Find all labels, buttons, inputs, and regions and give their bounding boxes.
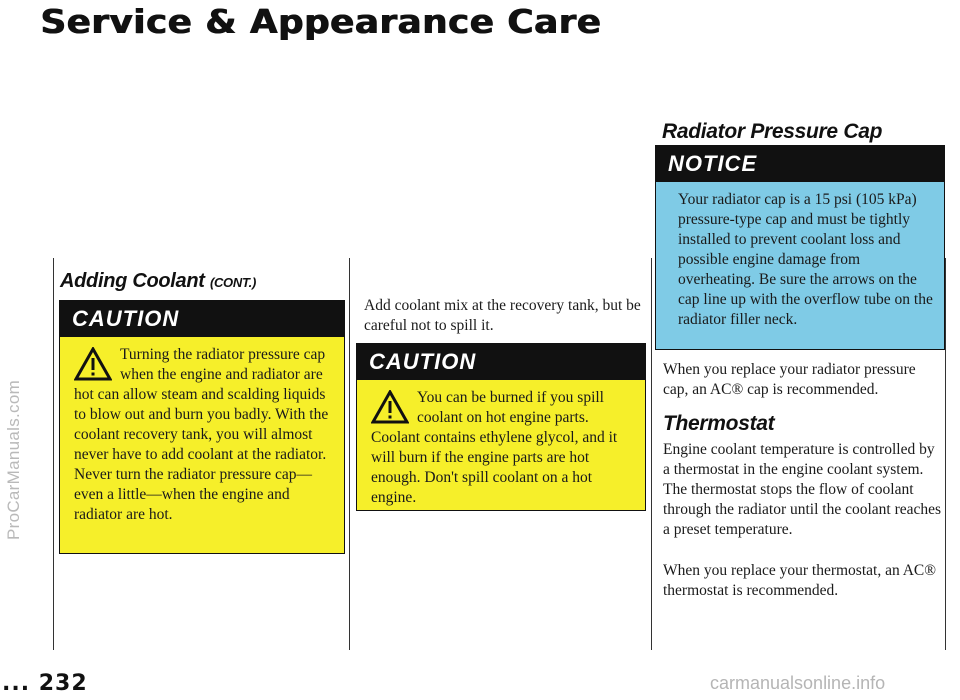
notice-box: NOTICE Your radiator cap is a 15 psi (10… <box>655 145 945 350</box>
page-number: ... 232 <box>2 671 88 696</box>
caution-label-2: CAUTION <box>357 344 645 380</box>
side-watermark: ProCarManuals.com <box>4 379 23 540</box>
thermostat-paragraph: Engine coolant temperature is controlled… <box>663 441 942 538</box>
page-title: Service & Appearance Care <box>40 2 602 41</box>
left-column-rule <box>53 258 54 650</box>
right-column-rule-b <box>945 258 946 650</box>
page-number-value: 232 <box>38 671 88 696</box>
caution-text-2: You can be burned if you spill coolant o… <box>371 389 618 506</box>
notice-body: Your radiator cap is a 15 psi (105 kPa) … <box>656 182 944 338</box>
caution-body: Turning the radiator pressure cap when t… <box>60 337 344 533</box>
cap-recommend-paragraph: When you replace your radiator pressure … <box>663 361 916 398</box>
adding-coolant-heading: Adding Coolant (CONT.) <box>60 270 256 293</box>
recovery-tank-paragraph: Add coolant mix at the recovery tank, bu… <box>364 297 641 334</box>
adding-coolant-title: Adding Coolant <box>60 270 205 292</box>
warning-triangle-icon <box>74 347 112 381</box>
caution-body-2: You can be burned if you spill coolant o… <box>357 380 645 516</box>
warning-triangle-icon <box>371 390 409 424</box>
thermostat-heading: Thermostat <box>663 412 775 435</box>
bottom-watermark: carmanualsonline.info <box>710 673 886 693</box>
caution-label: CAUTION <box>60 301 344 337</box>
caution-box-burn: CAUTION You can be burned if you spill c… <box>356 343 646 511</box>
notice-label: NOTICE <box>656 146 944 182</box>
right-column-rule-a <box>651 258 652 650</box>
caution-text: Turning the radiator pressure cap when t… <box>74 346 329 523</box>
page-number-prefix: ... <box>2 671 31 696</box>
radiator-cap-heading: Radiator Pressure Cap <box>662 120 883 143</box>
notice-text: Your radiator cap is a 15 psi (105 kPa) … <box>678 191 933 328</box>
continued-label: (CONT.) <box>209 275 256 290</box>
middle-column-rule <box>349 258 350 650</box>
thermostat-recommend-paragraph: When you replace your thermostat, an AC®… <box>663 562 937 599</box>
caution-box-radiator: CAUTION Turning the radiator pressure ca… <box>59 300 345 554</box>
